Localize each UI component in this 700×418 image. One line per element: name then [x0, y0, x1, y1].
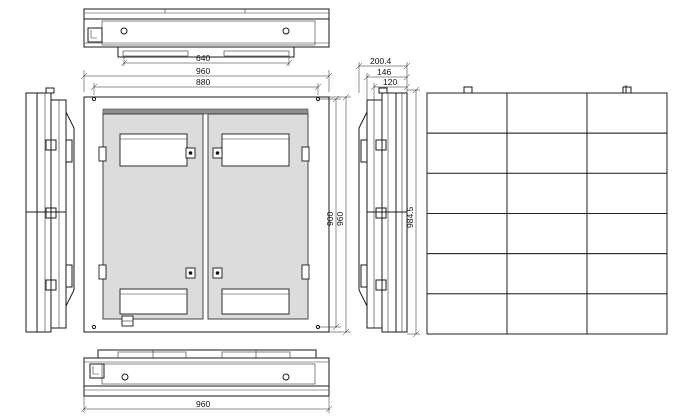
dimension-text-146: 146	[377, 67, 391, 77]
grid-module-cell	[506, 132, 588, 174]
grid-module-cell	[586, 92, 668, 134]
dimension-front-heights: 900 960	[318, 93, 351, 336]
left-side-cabinet	[50, 99, 67, 329]
dimension-text-900: 900	[325, 212, 335, 226]
grid-module-cell	[506, 92, 588, 134]
right-side-latch-2	[375, 207, 387, 219]
grid-module-cell	[586, 213, 668, 255]
grid-module-cell	[506, 253, 588, 295]
dimension-bottom-width: 960	[80, 396, 333, 413]
left-side-handle-1	[65, 139, 73, 163]
right-side-latch-1	[375, 139, 387, 151]
dimension-text-960-bottom: 960	[196, 399, 210, 409]
dimension-side-height: 984.5	[405, 86, 420, 338]
bottom-view-bolt-right	[282, 373, 290, 381]
dimension-text-960-front: 960	[196, 66, 210, 76]
grid-module-cell	[506, 213, 588, 255]
front-view-right-lower-panel	[221, 288, 290, 315]
front-view-clip-right-lower	[301, 264, 310, 280]
grid-module-cell	[426, 213, 508, 255]
left-side-back-profile	[65, 111, 75, 307]
front-view-clip-left-lower	[98, 264, 107, 280]
dimension-front-outer-width: 960	[80, 66, 333, 92]
left-side-view	[25, 87, 75, 333]
left-side-latch-1	[45, 139, 57, 151]
grid-module-cell	[426, 172, 508, 215]
top-view	[83, 8, 330, 58]
front-view-frame	[83, 96, 330, 333]
dimension-text-200-4: 200.4	[370, 56, 392, 66]
module-grid-view	[426, 85, 668, 335]
dimension-text-120: 120	[383, 77, 397, 87]
bottom-view	[83, 349, 330, 397]
left-side-latch-2	[45, 207, 57, 219]
front-view-left-upper-panel	[119, 133, 188, 167]
top-view-bracket	[117, 46, 295, 58]
grid-module-cell	[506, 293, 588, 335]
dimension-front-inner-width: 880	[90, 77, 322, 95]
front-view-clip-right-upper	[301, 146, 310, 162]
left-side-latch-3	[45, 279, 57, 291]
dimension-text-984-5: 984.5	[405, 206, 415, 228]
dimension-side-depths: 200.4 146 120	[355, 56, 411, 100]
grid-module-cell	[426, 132, 508, 174]
bottom-view-rail	[83, 385, 330, 397]
dimension-top-inner: 640	[120, 53, 293, 67]
front-view-right-upper-panel	[221, 133, 290, 167]
right-side-view	[358, 87, 408, 333]
grid-module-cell	[426, 253, 508, 295]
dimension-text-960-height: 960	[335, 212, 345, 226]
bottom-view-bolt-left	[121, 373, 129, 381]
front-view-clip-left-upper	[98, 146, 107, 162]
bottom-view-bracket	[97, 349, 317, 359]
right-side-cabinet	[366, 99, 383, 329]
right-side-handle-1	[360, 139, 368, 163]
grid-module-cell	[506, 172, 588, 215]
grid-module-cell	[586, 253, 668, 295]
dimension-text-880: 880	[196, 77, 210, 87]
bottom-view-box	[89, 363, 105, 379]
top-view-rail	[83, 8, 330, 20]
front-view-left-lower-panel	[119, 288, 188, 315]
grid-module-cell	[426, 293, 508, 335]
dimension-text-640: 640	[196, 53, 210, 63]
grid-module-cell	[426, 92, 508, 134]
grid-module-cell	[586, 172, 668, 215]
front-view	[83, 96, 330, 333]
right-side-back-profile	[358, 111, 368, 307]
front-view-top-bar	[102, 108, 309, 115]
grid-module-cell	[586, 132, 668, 174]
top-view-box	[87, 27, 103, 43]
right-side-latch-3	[375, 279, 387, 291]
top-view-bolt-right	[282, 27, 290, 35]
top-view-bolt-left	[120, 27, 128, 35]
grid-module-cell	[586, 293, 668, 335]
left-side-handle-2	[65, 264, 73, 288]
right-side-handle-2	[360, 264, 368, 288]
